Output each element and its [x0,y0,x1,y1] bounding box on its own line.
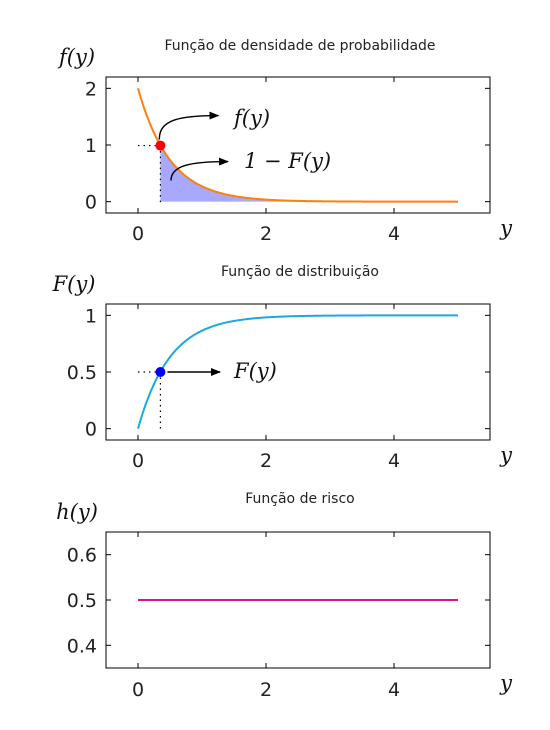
x-tick-label: 4 [388,679,400,701]
y-tick-label: 0.4 [67,635,97,657]
annotation-arrow-f [158,111,220,140]
y-axis-label: f(y) [57,45,95,69]
y-axis-label: h(y) [56,500,98,524]
series-line [137,314,458,429]
chart-title: Função de risco [245,491,354,507]
y-tick-label: 1 [85,135,97,157]
data-marker-point [155,367,166,377]
x-tick-label: 0 [132,223,144,245]
y-tick-label: 0.6 [67,545,97,567]
chart-panel-3: Função de risco h(y) y 0 2 4 0.4 0.5 0.6 [56,491,513,701]
y-tick-label: 2 [85,78,97,100]
annotation-arrow-1-minus-F [170,157,229,181]
x-tick-label: 0 [132,679,144,701]
shaded-area-1-minus-F [160,145,458,202]
chart-panel-1: Função de densidade de probabilidade f(y)… [57,38,513,245]
annotation-label-f: f(y) [232,106,270,130]
y-axis-label: F(y) [52,272,96,296]
annotation-label-F: F(y) [233,359,277,383]
y-tick-label: 1 [85,305,97,327]
data-marker-point [155,140,166,151]
y-tick-label: 0 [85,192,97,214]
chart-title: Função de densidade de probabilidade [164,38,435,54]
x-axis-label: y [499,443,513,467]
series-line [137,88,458,203]
y-tick-label: 0.5 [67,362,97,384]
y-tick-label: 0 [85,419,97,441]
y-tick-label: 0.5 [67,590,97,612]
x-tick-label: 2 [260,223,272,245]
x-tick-label: 2 [260,679,272,701]
x-tick-label: 2 [260,450,272,472]
x-tick-label: 0 [132,450,144,472]
chart-title: Função de distribuição [221,264,379,280]
x-tick-label: 4 [388,223,400,245]
x-axis-label: y [499,671,513,695]
x-tick-label: 4 [388,450,400,472]
x-axis-label: y [499,216,513,240]
annotation-label-1-minus-F: 1 − F(y) [244,149,331,173]
